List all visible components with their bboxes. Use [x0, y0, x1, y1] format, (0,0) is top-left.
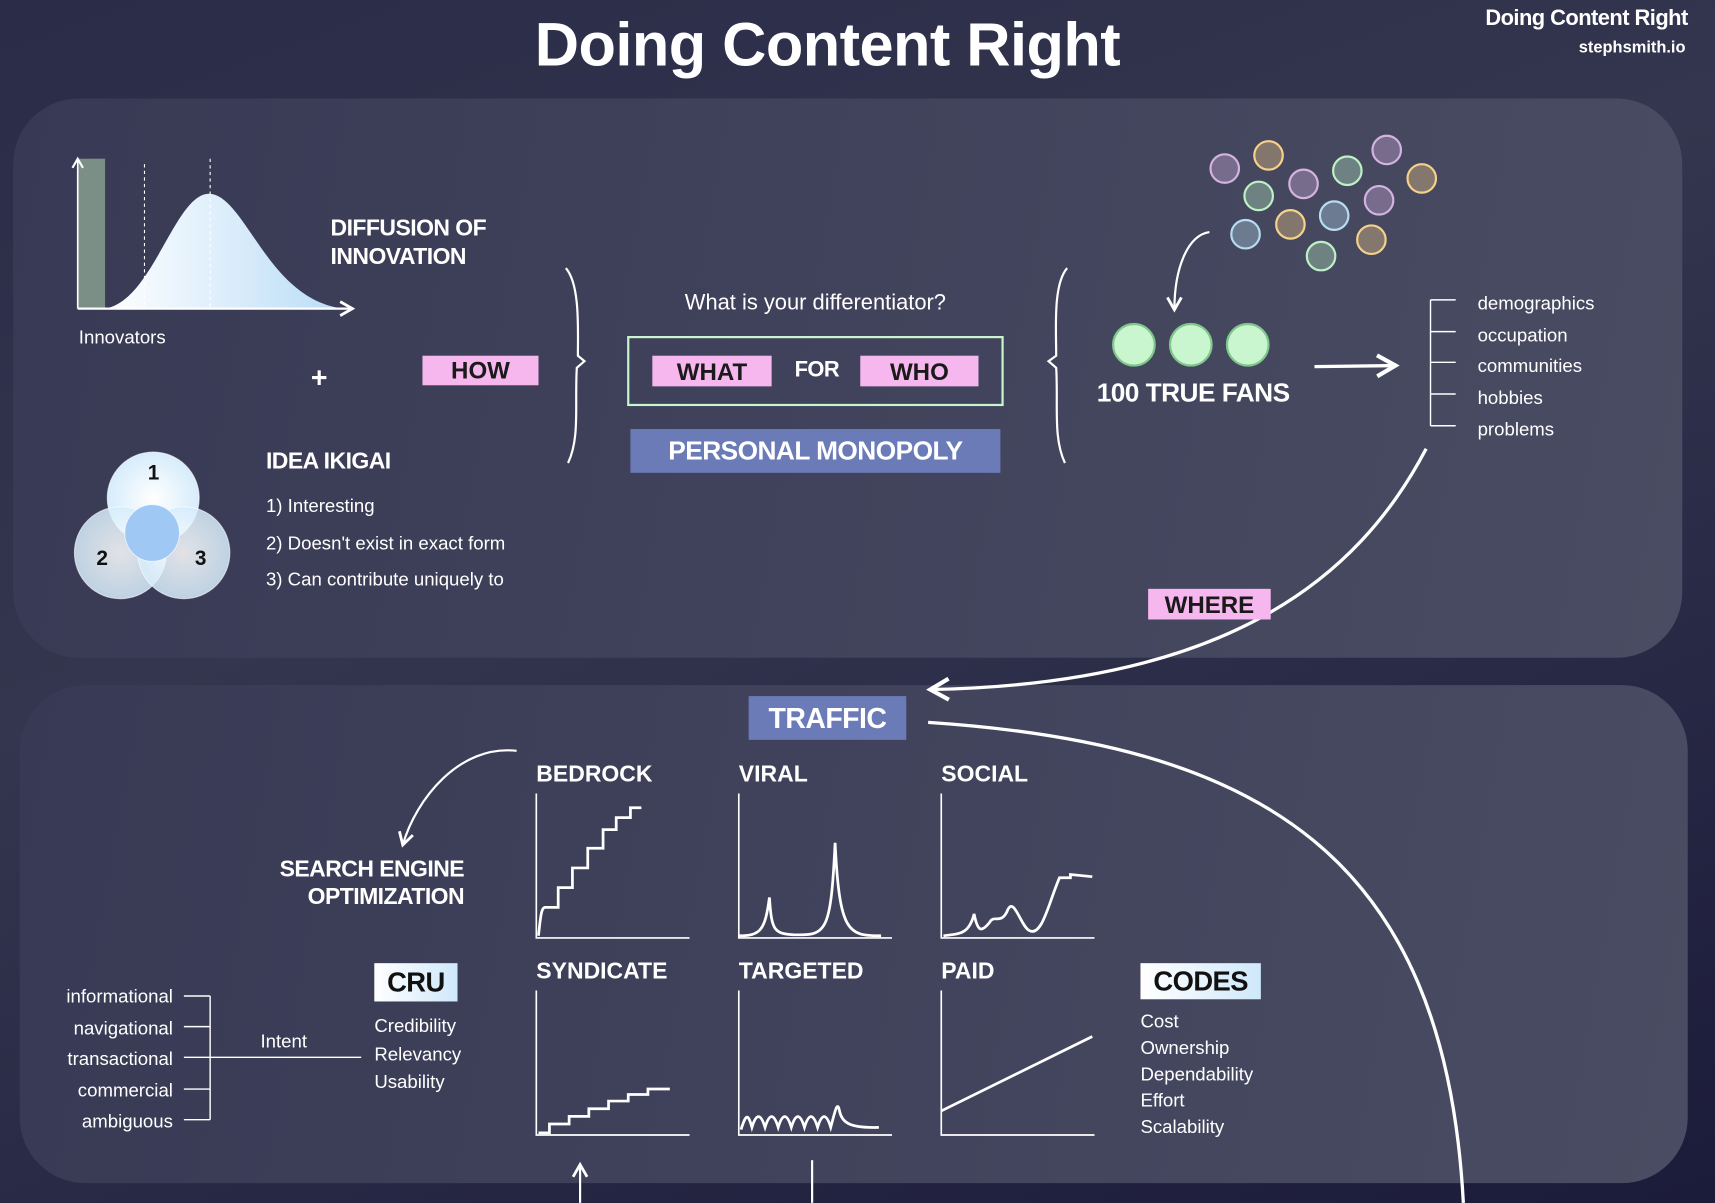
intent-item: informational — [66, 986, 173, 1007]
traffic-panel — [19, 685, 1688, 1184]
chart-line-viral — [738, 842, 882, 938]
chart-axes-social — [940, 793, 1095, 939]
true-fans-label: 100 TRUE FANS — [1096, 378, 1290, 409]
venn-label-1: 1 — [147, 461, 160, 485]
chart-axes-paid — [940, 990, 1095, 1136]
how-label: HOW — [422, 355, 539, 386]
chart-axes-targeted — [737, 990, 893, 1136]
intent-bracket — [183, 995, 362, 1121]
audience-item: hobbies — [1477, 387, 1543, 409]
chart-line-paid — [940, 1035, 1093, 1113]
codes-item: Ownership — [1140, 1037, 1230, 1059]
cru-title: CRU — [374, 963, 458, 1002]
intent-label: Intent — [260, 1031, 308, 1052]
chart-line-social — [943, 872, 1093, 938]
audience-item: communities — [1477, 356, 1583, 377]
left-brace — [564, 267, 587, 464]
codes-list: Cost Ownership Dependability Effort Scal… — [1140, 1009, 1253, 1140]
intent-item: commercial — [77, 1080, 173, 1101]
traffic-label: TRAFFIC — [748, 696, 907, 740]
ikigai-item: 2) Doesn't exist in exact form — [265, 532, 506, 554]
seo-line-2: OPTIMIZATION — [307, 884, 465, 910]
page-title: Doing Content Right — [534, 9, 1121, 79]
seo-line-1: SEARCH ENGINE — [279, 856, 465, 883]
audience-item: problems — [1477, 418, 1555, 440]
codes-item: Dependability — [1140, 1063, 1254, 1085]
traffic-exit-arrow — [928, 720, 1465, 1203]
intent-item: ambiguous — [81, 1111, 173, 1133]
where-label: WHERE — [1148, 588, 1271, 620]
audience-item: demographics — [1477, 293, 1595, 315]
innovators-label: Innovators — [78, 327, 166, 349]
true-fans-icons — [1112, 322, 1270, 367]
chart-title-viral: VIRAL — [738, 761, 808, 787]
diffusion-title: DIFFUSION OF INNOVATION — [331, 215, 487, 272]
fans-to-audience-arrow — [1314, 353, 1400, 379]
intent-item: transactional — [67, 1048, 173, 1070]
cru-item: Usability — [374, 1071, 445, 1093]
bell-curve-chart — [71, 156, 356, 317]
diffusion-line-1: DIFFUSION OF — [330, 215, 487, 241]
differentiator-question: What is your differentiator? — [684, 291, 946, 316]
chart-axes-bedrock — [535, 793, 690, 939]
strategy-panel — [13, 98, 1683, 658]
fans-arrow — [1166, 230, 1210, 313]
chart-line-bedrock — [537, 806, 642, 936]
right-brace — [1046, 267, 1069, 464]
chart-title-paid: PAID — [941, 958, 995, 984]
what-label: WHAT — [652, 355, 772, 387]
audience-list: demographics occupation communities hobb… — [1478, 289, 1595, 446]
ikigai-venn — [73, 451, 231, 600]
chart-title-bedrock: BEDROCK — [536, 761, 653, 787]
who-label: WHO — [860, 355, 979, 387]
codes-item: Cost — [1140, 1011, 1179, 1033]
for-label: FOR — [794, 357, 840, 382]
intent-item: navigational — [73, 1017, 173, 1039]
venn-label-2: 2 — [96, 547, 108, 571]
audience-cluster — [1209, 134, 1438, 272]
cru-list: Credibility Relevancy Usability — [374, 1012, 461, 1096]
chart-title-targeted: TARGETED — [738, 958, 864, 984]
traffic-charts — [535, 793, 1095, 1136]
where-arrow — [926, 447, 1428, 702]
audience-bracket — [1429, 299, 1456, 427]
chart-line-targeted — [739, 1105, 879, 1133]
chart-title-social: SOCIAL — [941, 761, 1029, 787]
diffusion-line-2: INNOVATION — [330, 244, 467, 270]
chart-axes-syndicate — [535, 990, 690, 1136]
venn-label-3: 3 — [194, 547, 207, 571]
brand-site: stephsmith.io — [1578, 38, 1686, 57]
plus-sign: + — [310, 361, 328, 395]
codes-title: CODES — [1140, 963, 1261, 1000]
ikigai-list: 1) Interesting 2) Doesn't exist in exact… — [266, 488, 505, 598]
chart-axes-viral — [737, 793, 893, 939]
brand-title: Doing Content Right — [1485, 6, 1688, 31]
personal-monopoly: PERSONAL MONOPOLY — [630, 429, 1001, 473]
what-for-who-box: WHAT FOR WHO — [627, 336, 1004, 407]
audience-item: occupation — [1477, 324, 1568, 346]
ikigai-item: 1) Interesting — [265, 495, 375, 517]
codes-item: Scalability — [1140, 1116, 1225, 1138]
seo-arrow — [398, 749, 517, 848]
cru-item: Credibility — [374, 1015, 457, 1037]
intent-list: informational navigational transactional… — [0, 982, 173, 1138]
ikigai-item: 3) Can contribute uniquely to — [265, 569, 504, 590]
cru-item: Relevancy — [374, 1043, 462, 1065]
chart-line-syndicate — [538, 1087, 670, 1135]
chart-title-syndicate: SYNDICATE — [536, 958, 668, 984]
codes-item: Effort — [1140, 1090, 1185, 1111]
ikigai-title: IDEA IKIGAI — [265, 448, 391, 474]
